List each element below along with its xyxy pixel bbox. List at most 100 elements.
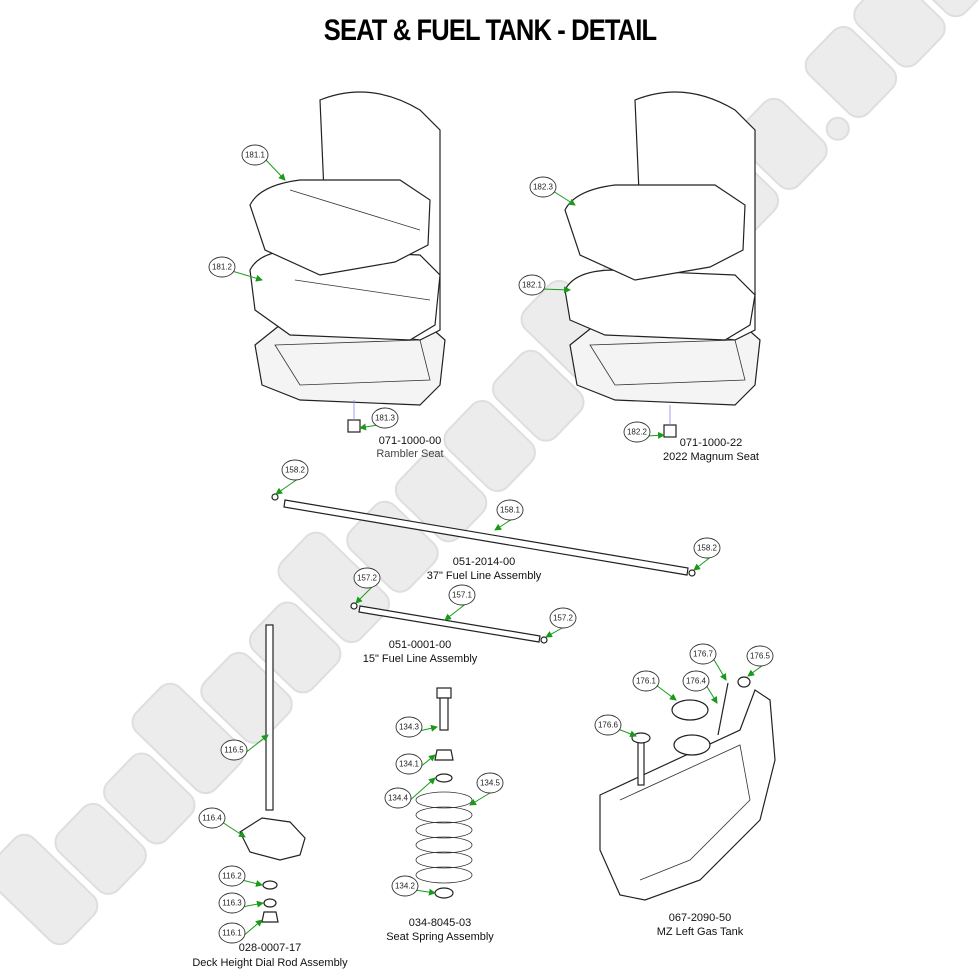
- callout: 116.1: [218, 919, 263, 944]
- callout-arrow: [243, 734, 269, 755]
- callout-bubble: [218, 865, 246, 887]
- callout-bubble: [384, 787, 412, 809]
- rambler-seat-drawing: [249, 91, 446, 433]
- callout: 157.2: [353, 567, 381, 604]
- callout: 134.5: [469, 772, 504, 806]
- watermark-glyph: [0, 833, 99, 946]
- part-number: 051-2014-00: [453, 556, 515, 568]
- callout: 176.7: [689, 643, 727, 681]
- callout-label: 116.3: [222, 899, 242, 908]
- callout-label: 134.1: [399, 760, 420, 769]
- callout: 116.5: [220, 734, 269, 761]
- callout-arrow: [646, 431, 665, 439]
- callout-label: 176.4: [686, 677, 707, 686]
- fuel-line-15-drawing: [350, 602, 548, 644]
- callout-bubble: [746, 645, 774, 667]
- callouts: 181.1 181.2 181.3 182.3 182.1 182.2 158.2 158.1…: [198, 144, 774, 944]
- seat-spring-drawing: [415, 687, 473, 899]
- callout-label: 134.2: [395, 882, 416, 891]
- watermark-glyph: [825, 116, 850, 141]
- callout-label: 181.1: [245, 151, 266, 160]
- callout-bubble: [391, 875, 419, 897]
- callout-arrow: [541, 286, 571, 294]
- callout: 134.1: [395, 753, 436, 775]
- callout: 116.4: [198, 807, 246, 838]
- callout: 182.3: [529, 176, 576, 206]
- callout-label: 176.5: [750, 652, 771, 661]
- callout-bubble: [281, 459, 309, 481]
- watermark-glyph: [394, 450, 488, 543]
- callout-bubble: [395, 753, 423, 775]
- callout-bubble: [623, 421, 651, 443]
- callout: 157.1: [444, 584, 476, 621]
- callout-arrow: [418, 724, 438, 732]
- callout-bubble: [220, 739, 248, 761]
- callout-label: 157.1: [452, 591, 473, 600]
- part-number: 051-0001-00: [389, 639, 451, 651]
- callout-label: 182.2: [627, 428, 648, 437]
- callout: 176.4: [682, 670, 718, 704]
- callout: 176.1: [632, 670, 677, 701]
- callout-bubble: [632, 670, 660, 692]
- callout: 181.3: [359, 407, 399, 431]
- callout: 181.2: [208, 256, 263, 282]
- assembly-name: Deck Height Dial Rod Assembly: [192, 957, 348, 969]
- callout-label: 182.3: [533, 183, 554, 192]
- callout-bubble: [448, 584, 476, 606]
- watermark-glyph: [103, 752, 196, 845]
- callout-arrow: [655, 684, 677, 701]
- callout-arrow: [617, 728, 637, 738]
- callout-bubble: [518, 274, 546, 296]
- callout: 134.3: [395, 716, 438, 738]
- callout: 158.2: [275, 459, 309, 495]
- callout-arrow: [552, 190, 576, 206]
- callout: 182.2: [623, 421, 665, 443]
- callout: 176.5: [746, 645, 774, 677]
- callout-bubble: [208, 256, 236, 278]
- assembly-name: MZ Left Gas Tank: [657, 926, 744, 938]
- callout-bubble: [693, 537, 721, 559]
- callout: 181.1: [241, 144, 286, 181]
- callout-label: 176.1: [636, 677, 657, 686]
- captions: 071-1000-00 Rambler Seat 071-1000-22 202…: [192, 435, 759, 969]
- assembly-name: Seat Spring Assembly: [386, 931, 494, 943]
- callout: 134.2: [391, 875, 436, 897]
- callout-label: 182.1: [522, 281, 543, 290]
- callout: 116.2: [218, 865, 263, 887]
- assembly-name: Rambler Seat: [376, 448, 443, 460]
- assembly-name: 2022 Magnum Seat: [663, 451, 759, 463]
- callout-label: 157.2: [553, 614, 574, 623]
- callout-bubble: [682, 670, 710, 692]
- part-number: 071-1000-22: [680, 437, 742, 449]
- callout-arrow: [712, 657, 727, 681]
- part-number: 028-0007-17: [239, 942, 301, 954]
- callout-bubble: [594, 714, 622, 736]
- magnum-seat-drawing: [564, 91, 761, 438]
- callout-arrow: [705, 684, 718, 704]
- callout: 157.2: [545, 607, 577, 638]
- watermark-glyph: [804, 25, 898, 118]
- part-number: 071-1000-00: [379, 435, 441, 447]
- gas-tank-drawing: [599, 676, 776, 901]
- callout: 158.1: [494, 499, 524, 531]
- page-title: SEAT & FUEL TANK - DETAIL: [323, 14, 657, 47]
- callout-label: 116.4: [202, 814, 222, 823]
- callout-bubble: [371, 407, 399, 429]
- callout-bubble: [549, 607, 577, 629]
- callout-label: 157.2: [357, 574, 378, 583]
- callout-bubble: [496, 499, 524, 521]
- callout-label: 176.6: [598, 721, 619, 730]
- callout-bubble: [353, 567, 381, 589]
- callout-label: 158.2: [285, 466, 306, 475]
- watermark-glyph: [492, 349, 585, 442]
- callout-label: 116.2: [222, 872, 242, 881]
- callout-arrow: [221, 821, 246, 838]
- callout-bubble: [395, 716, 423, 738]
- callout-label: 181.2: [212, 263, 233, 272]
- callout-bubble: [529, 176, 557, 198]
- watermark-glyph: [853, 0, 946, 68]
- callout-bubble: [241, 144, 269, 166]
- callout-bubble: [198, 807, 226, 829]
- callout-arrow: [264, 158, 286, 181]
- callout-label: 158.1: [500, 506, 521, 515]
